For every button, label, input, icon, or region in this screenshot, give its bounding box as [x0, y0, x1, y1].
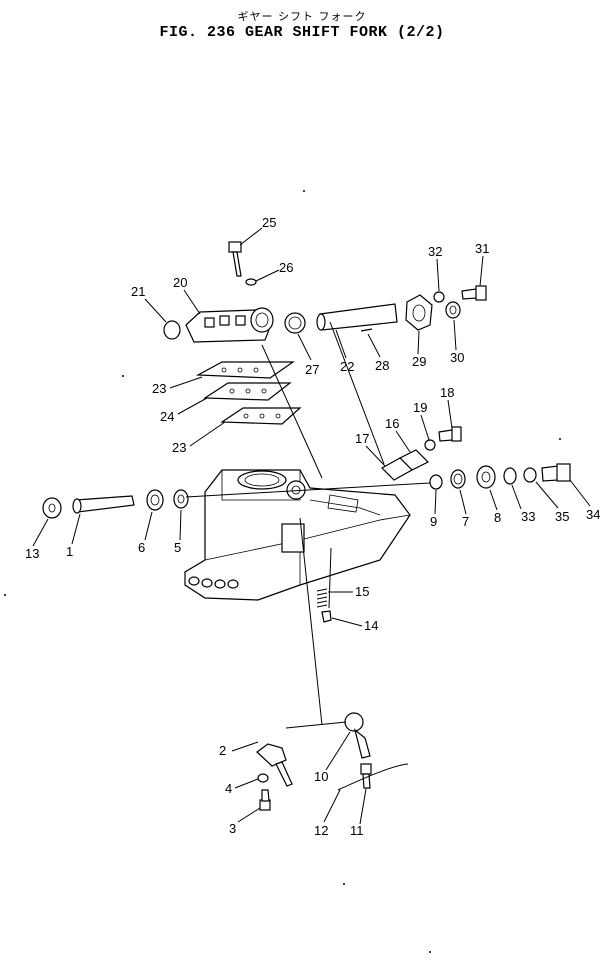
callout-13: 13 — [25, 546, 39, 561]
gasket-17 — [381, 457, 413, 481]
callout-15: 15 — [355, 584, 369, 599]
callout-35: 35 — [555, 509, 569, 524]
bolt-11 — [360, 763, 372, 789]
cover-plate-29 — [405, 294, 433, 331]
callout-29: 29 — [412, 354, 426, 369]
assembly-lines — [185, 321, 431, 791]
bolt-34 — [541, 463, 571, 482]
washer-4 — [257, 773, 269, 783]
washer-8 — [476, 465, 496, 489]
shift-lever-10 — [344, 712, 371, 759]
washer-33 — [503, 467, 517, 485]
callout-17: 17 — [355, 431, 369, 446]
callout-6: 6 — [138, 540, 145, 555]
gasket-upper — [195, 361, 295, 379]
callout-21: 21 — [131, 284, 145, 299]
callout-30: 30 — [450, 350, 464, 365]
callout-23-upper: 23 — [152, 381, 166, 396]
seal-9 — [429, 474, 443, 490]
o-ring-21 — [163, 320, 181, 340]
callout-27: 27 — [305, 362, 319, 377]
pin-28 — [360, 328, 373, 332]
washer-19 — [424, 439, 436, 451]
o-ring-27 — [284, 312, 306, 334]
callout-4: 4 — [225, 781, 232, 796]
gasket-middle — [203, 382, 292, 401]
callout-24: 24 — [160, 409, 174, 424]
top-cover — [185, 307, 274, 343]
figure-title: FIG. 236 GEAR SHIFT FORK (2/2) — [159, 24, 445, 41]
callout-7: 7 — [462, 514, 469, 529]
spring-15 — [316, 588, 328, 608]
callout-25: 25 — [262, 215, 276, 230]
washer-26 — [245, 278, 257, 286]
bolt-31 — [461, 285, 487, 301]
bolt-3 — [259, 789, 271, 811]
callout-10: 10 — [314, 769, 328, 784]
washer-32 — [433, 291, 445, 303]
gear-case-body — [184, 469, 411, 601]
scan-specks — [4, 190, 561, 953]
shaft-1 — [72, 495, 135, 514]
callout-32: 32 — [428, 244, 442, 259]
callout-22: 22 — [340, 359, 354, 374]
washer-13 — [42, 497, 62, 519]
figure-title-japanese: ギヤー シフト フォーク — [237, 10, 367, 23]
bolt-25 — [228, 241, 242, 277]
gasket-lower — [220, 407, 302, 425]
seal-6 — [146, 489, 164, 511]
callout-9: 9 — [430, 514, 437, 529]
callout-1: 1 — [66, 544, 73, 559]
bearing-7 — [450, 469, 466, 489]
callout-14: 14 — [364, 618, 378, 633]
callout-3: 3 — [229, 821, 236, 836]
callout-28: 28 — [375, 358, 389, 373]
shift-lever-2 — [256, 743, 293, 787]
callout-34: 34 — [586, 507, 600, 522]
callout-5: 5 — [174, 540, 181, 555]
washer-30 — [445, 301, 461, 319]
callout-16: 16 — [385, 416, 399, 431]
ball-14 — [321, 610, 332, 623]
callout-23-lower: 23 — [172, 440, 186, 455]
callout-11: 11 — [350, 823, 364, 838]
washer-35 — [523, 467, 537, 483]
callout-33: 33 — [521, 509, 535, 524]
callout-31: 31 — [475, 241, 489, 256]
callout-19: 19 — [413, 400, 427, 415]
callout-2: 2 — [219, 743, 226, 758]
callout-12: 12 — [314, 823, 328, 838]
callouts: 1 2 3 4 5 6 7 8 9 10 11 12 13 14 15 16 1… — [25, 215, 600, 838]
callout-26: 26 — [279, 260, 293, 275]
bolt-18 — [438, 426, 462, 442]
callout-20: 20 — [173, 275, 187, 290]
callout-18: 18 — [440, 385, 454, 400]
callout-8: 8 — [494, 510, 501, 525]
shaft-22 — [316, 303, 398, 331]
bearing-5 — [173, 489, 189, 509]
